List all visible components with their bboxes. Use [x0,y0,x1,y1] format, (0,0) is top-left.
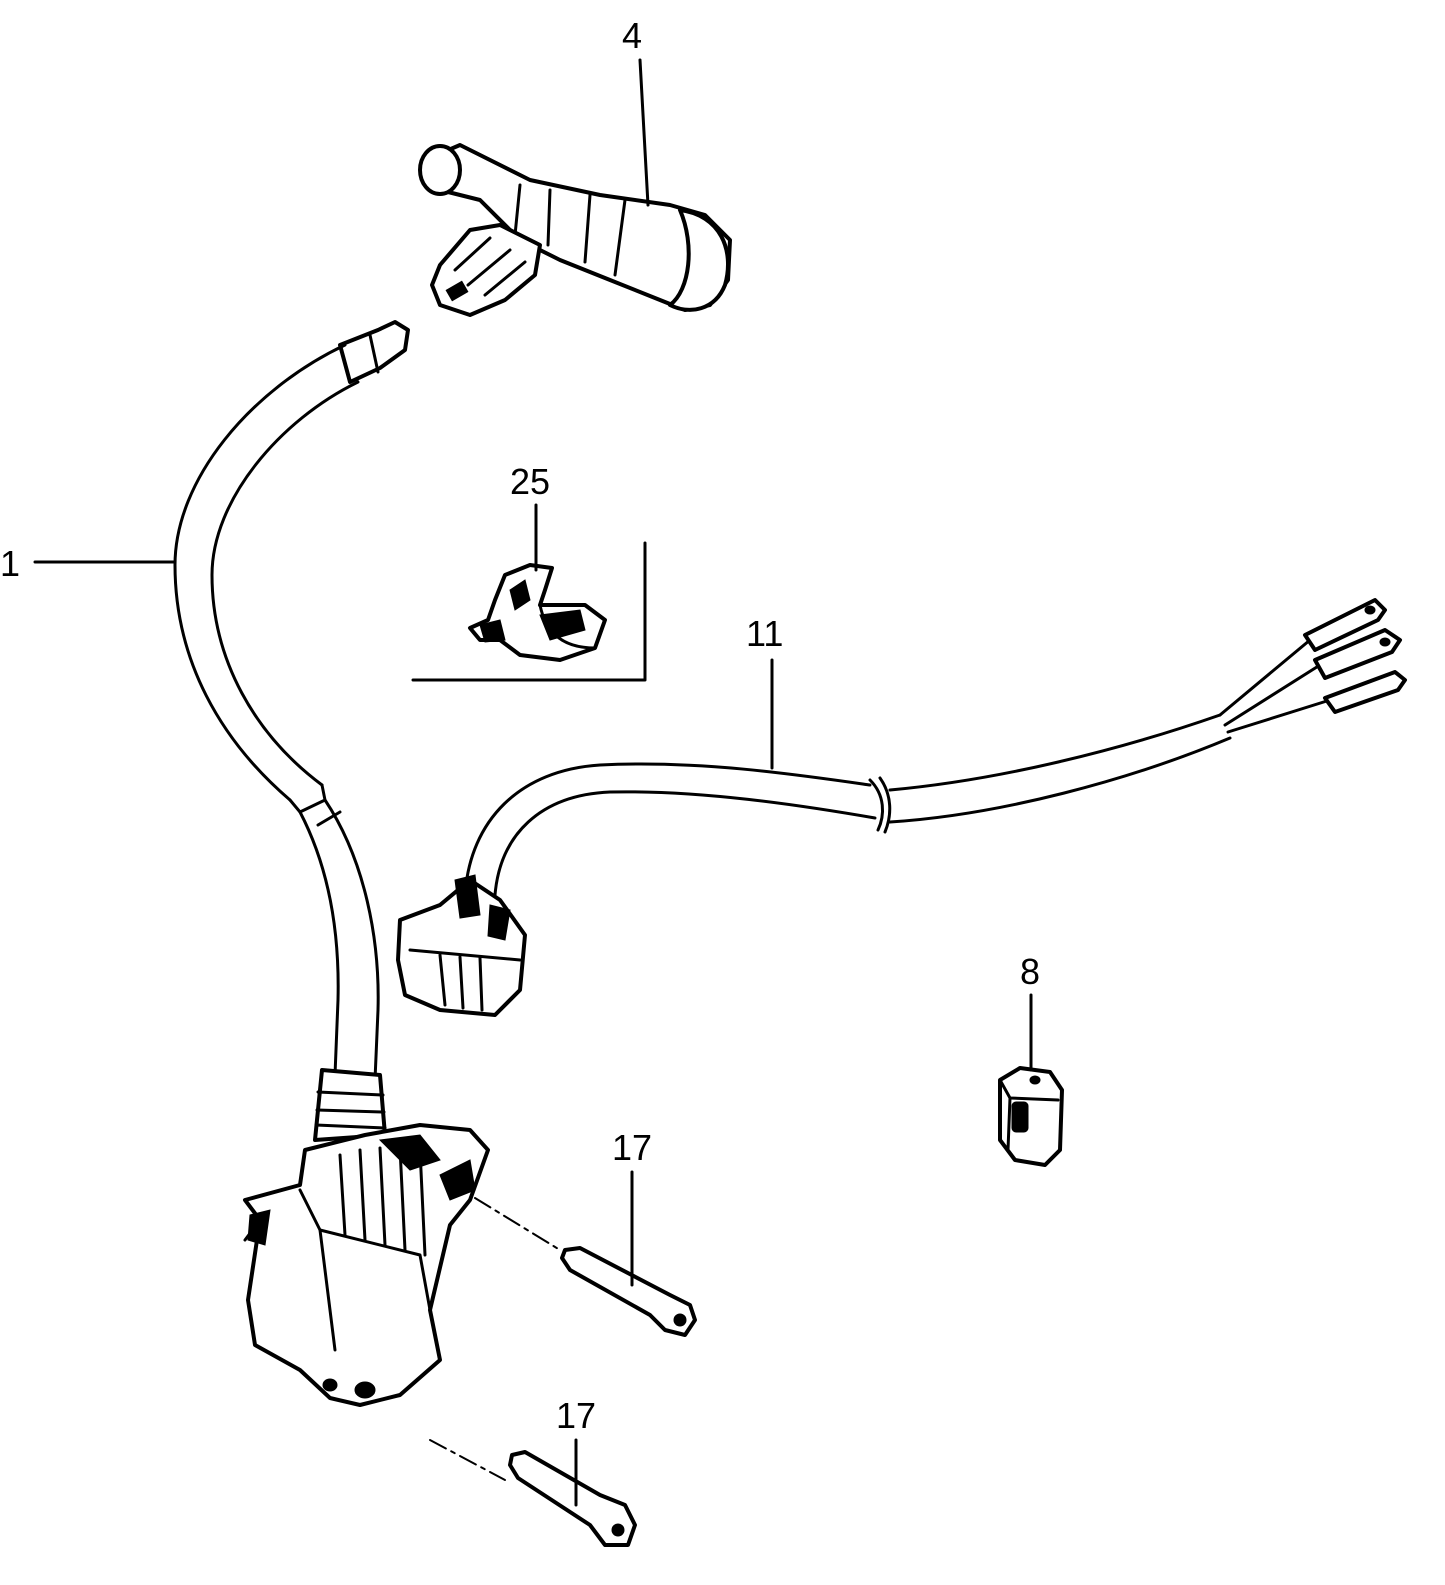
part-25-clamp [468,563,607,662]
callout-25: 25 [510,461,550,502]
part-25-bracket [411,541,647,682]
part-4-switch-sleeve [418,143,732,317]
part-17-screw-upper [474,1197,697,1337]
part-8-grommet [998,1066,1064,1167]
part-1-wire-harness [173,320,490,1407]
leader-4 [638,58,650,207]
callout-17-lower: 17 [556,1395,596,1436]
part-17-screw-lower [429,1439,637,1547]
part-11-sub-harness [396,598,1407,1017]
callout-17-upper: 17 [612,1127,652,1168]
callout-4: 4 [622,15,642,56]
callout-1: 1 [0,543,20,584]
callout-8: 8 [1020,951,1040,992]
callout-11: 11 [746,613,783,654]
